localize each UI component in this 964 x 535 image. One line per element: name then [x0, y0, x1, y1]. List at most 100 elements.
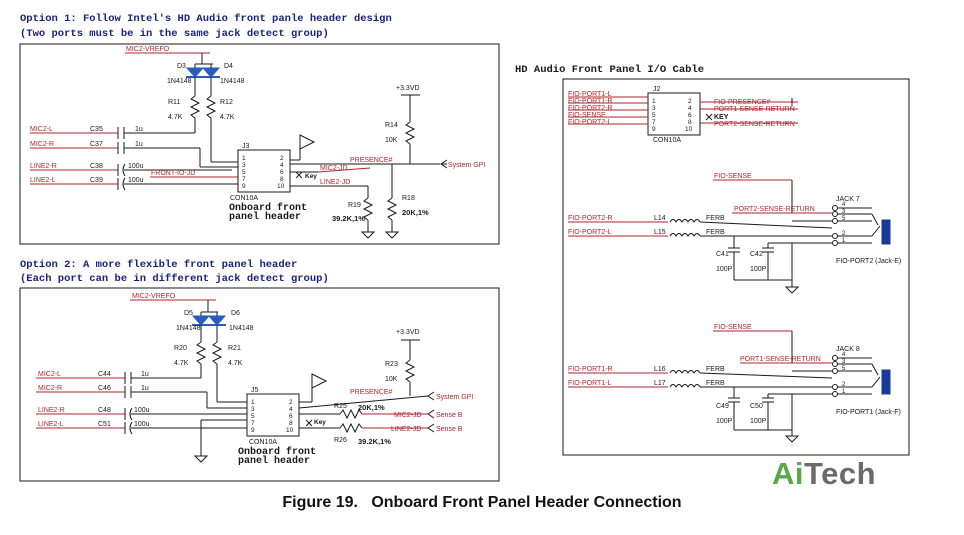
- r14-val: 10K: [385, 137, 398, 144]
- j2-pin3: 3: [652, 105, 656, 112]
- j2-pin7: 7: [652, 119, 656, 126]
- r21-ref: R21: [228, 345, 241, 352]
- j5-pin5: 5: [251, 413, 255, 420]
- resistor-r20-symbol: [195, 341, 207, 365]
- cable-title: HD Audio Front Panel I/O Cable: [515, 64, 704, 76]
- o1-in2-cap: C37: [90, 141, 103, 148]
- connector-j3: [237, 149, 291, 193]
- option2-title: Option 2: A more flexible front panel he…: [20, 259, 297, 271]
- o2-in1-val: 1u: [141, 371, 149, 378]
- option1-subtitle: (Two ports must be in the same jack dete…: [20, 28, 329, 40]
- j3-key: Key: [305, 173, 317, 180]
- cable-right-4: PORT2-SENSE-RETURN: [714, 121, 795, 128]
- j5-pin7: 7: [251, 420, 255, 427]
- capacitor-c35-symbol: [117, 127, 125, 139]
- r25-ref: R25: [334, 403, 347, 410]
- o1-net-line2jd: LINE2-JD: [320, 179, 350, 186]
- jack7-l-ind: L15: [654, 229, 666, 236]
- diode-d5-symbol: [191, 315, 211, 326]
- capacitor-c39-symbol: [117, 177, 126, 191]
- o2-sense-b-1: Sense B: [436, 412, 463, 419]
- c49-ref: C49: [716, 403, 729, 410]
- r18-val: 20K,1%: [402, 208, 429, 217]
- o2-in4-cap: C51: [98, 421, 111, 428]
- d6-part: 1N4148: [229, 325, 254, 332]
- resistor-r12-symbol: [205, 95, 217, 119]
- c41-val: 100P: [716, 266, 733, 273]
- jack8-port: FIO-PORT1 (Jack-F): [836, 409, 901, 416]
- connector-j5: [246, 393, 300, 437]
- r18-ref: R18: [402, 195, 415, 202]
- jack8-return: PORT1-SENSE-RETURN: [740, 356, 821, 363]
- o2-gpi: System GPI: [436, 394, 473, 401]
- ground-flag-j3: [299, 134, 316, 150]
- jack8-pin3: 3: [842, 359, 846, 365]
- jack7-name: JACK 7: [836, 196, 860, 203]
- o2-in3-net: LINE2-R: [38, 407, 65, 414]
- j5-part: CON10A: [249, 439, 277, 446]
- j2-pin6: 6: [688, 112, 692, 119]
- connector-j2: [647, 92, 701, 136]
- o1-presence: PRESENCE#: [350, 157, 393, 164]
- gpi-arrow-2: [427, 391, 435, 401]
- r19-ref: R19: [348, 202, 361, 209]
- inductor-l17-symbol: [669, 384, 701, 388]
- ground-flag-j5: [311, 373, 328, 389]
- j5-pin3: 3: [251, 406, 255, 413]
- o1-label-1: Onboard front: [229, 202, 307, 214]
- j2-pin5: 5: [652, 112, 656, 119]
- o2-supply: +3.3VD: [396, 329, 420, 336]
- aitech-logo: AiTech: [772, 456, 876, 492]
- jack7-pin5: 5: [842, 216, 846, 222]
- r14-ref: R14: [385, 122, 398, 129]
- jack8-sense: FIO-SENSE: [714, 324, 752, 331]
- j5-pin8: 8: [289, 420, 293, 427]
- c50-ref: C50: [750, 403, 763, 410]
- j3-pin10: 10: [277, 183, 285, 190]
- resistor-r23-symbol: [404, 359, 416, 383]
- o1-label-2: panel header: [229, 211, 301, 223]
- capacitor-c38-symbol: [117, 163, 126, 177]
- o2-in4-net: LINE2-L: [38, 421, 64, 428]
- jack8-name: JACK 8: [836, 346, 860, 353]
- option1-vrefo: MIC2-VREFO: [126, 46, 170, 53]
- j5-pin2: 2: [289, 399, 293, 406]
- resistor-r21-symbol: [211, 341, 223, 365]
- j2-pin1: 1: [652, 98, 656, 105]
- jack7-sense: FIO-SENSE: [714, 173, 752, 180]
- j3-pin4: 4: [280, 162, 284, 169]
- r20-ref: R20: [174, 345, 187, 352]
- jack8-pin2: 2: [842, 382, 846, 388]
- o2-sense-b-2: Sense B: [436, 426, 463, 433]
- o1-in1-cap: C35: [90, 126, 103, 133]
- o1-gpi: System GPI: [448, 162, 485, 169]
- jack7-l-net: FIO-PORT2-L: [568, 229, 612, 236]
- r11-ref: R11: [168, 99, 180, 106]
- c42-val: 100P: [750, 266, 767, 273]
- r19-val: 39.2K,1%: [332, 214, 365, 223]
- jack7-r-ind: L14: [654, 215, 666, 222]
- capacitor-c48-symbol: [124, 407, 133, 421]
- jack7-r-net: FIO-PORT2-R: [568, 215, 613, 222]
- r26-ref: R26: [334, 437, 347, 444]
- inductor-l16-symbol: [669, 370, 701, 374]
- o1-in2-val: 1u: [135, 141, 143, 148]
- option2-vrefo: MIC2-VREFO: [132, 293, 176, 300]
- o2-in3-val: 100u: [134, 407, 150, 414]
- diode-d4-symbol: [201, 67, 221, 78]
- o1-in3-cap: C38: [90, 163, 103, 170]
- r12-val: 4.7K: [220, 114, 235, 121]
- resistor-r25-symbol: [339, 408, 363, 420]
- capacitor-c51-symbol: [124, 421, 133, 435]
- o2-label-2: panel header: [238, 455, 310, 467]
- o1-supply: +3.3VD: [396, 85, 420, 92]
- option2-frame: [19, 287, 500, 482]
- sense-arrow-2: [427, 423, 435, 433]
- jack7-r-ferb: FERB: [706, 215, 725, 222]
- option1-title: Option 1: Follow Intel's HD Audio front …: [20, 13, 392, 25]
- o1-in1-val: 1u: [135, 126, 143, 133]
- o1-in1-net: MIC2-L: [30, 126, 53, 133]
- jack8-l-ind: L17: [654, 380, 666, 387]
- j2-pin8: 8: [688, 119, 692, 126]
- sense-arrow-1: [427, 409, 435, 419]
